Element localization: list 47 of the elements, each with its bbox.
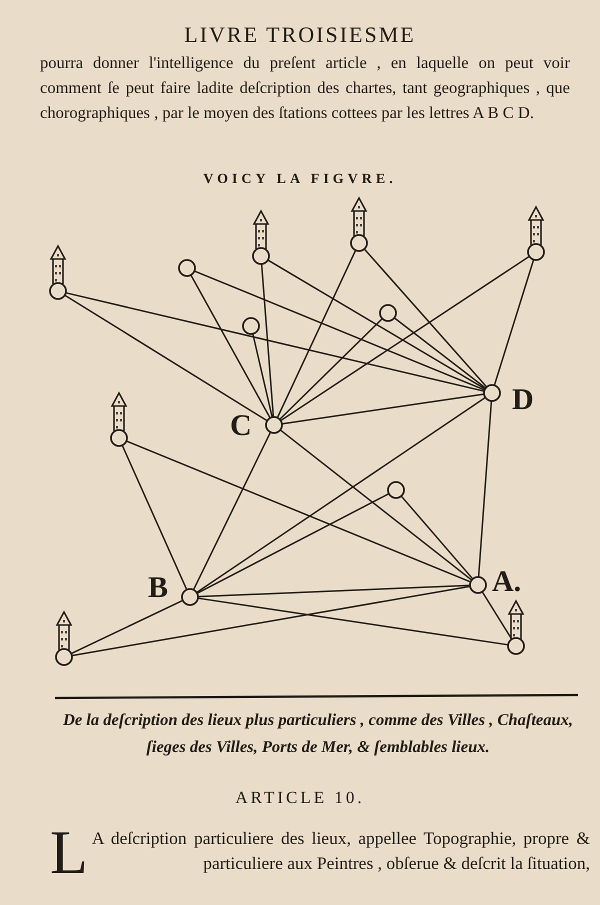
sight-line <box>268 259 486 390</box>
tower-drawing <box>251 210 271 265</box>
sight-line <box>276 250 356 418</box>
sighting-circle <box>242 317 260 335</box>
sight-line <box>478 400 492 578</box>
sight-line <box>364 248 488 388</box>
sight-line <box>126 440 471 583</box>
sight-line <box>72 586 470 656</box>
sighting-circle <box>178 259 196 277</box>
body-paragraph: pourra donner l'intelligence du preſent article , en laquelle on peut voir comment ſe peut faire ladite deſcription des chartes, tant geographiques , que chorographiques , par le moyen des ſtations cottees par les lettres A B C D. <box>40 52 570 124</box>
sight-line <box>198 584 470 598</box>
station-letter: A. <box>492 567 522 597</box>
sight-line <box>196 493 390 594</box>
sighting-circle <box>379 304 397 322</box>
station-letter: C <box>230 411 252 441</box>
sight-line <box>70 600 184 654</box>
sight-line <box>400 496 474 580</box>
station-letter: B <box>148 573 168 603</box>
sight-line <box>192 432 272 590</box>
sight-line <box>280 429 472 581</box>
tower-drawing <box>349 197 369 252</box>
tower-drawing <box>506 600 526 655</box>
sight-line <box>260 264 274 418</box>
sight-line <box>196 396 486 594</box>
running-head: LIVRE TROISIESME <box>183 22 417 48</box>
section-heading: De la deſcription des lieux plus particuliers , comme des Villes , Chaſteaux, ſieges des Villes, Ports de Mer, & ſemblables lieux. <box>62 709 574 758</box>
sight-line <box>122 445 188 590</box>
sight-line <box>279 318 383 420</box>
sight-line <box>282 393 484 425</box>
sight-line <box>394 317 486 389</box>
tower-drawing <box>54 611 74 666</box>
station-letter: D <box>512 385 534 415</box>
sighting-circle <box>387 481 405 499</box>
sight-line <box>66 292 484 392</box>
sight-line <box>190 274 271 418</box>
figure-heading: VOICY LA FIGVRE. <box>202 172 398 188</box>
sight-line <box>194 270 485 391</box>
tower-drawing <box>48 245 68 300</box>
sight-line <box>198 597 508 646</box>
sight-line <box>252 334 273 418</box>
tower-drawing <box>526 206 546 261</box>
article-heading: ARTICLE 10. <box>234 788 366 808</box>
sight-line <box>280 256 530 422</box>
tower-drawing <box>109 392 129 447</box>
sight-line <box>482 591 512 640</box>
sight-line <box>494 259 534 386</box>
sight-line <box>64 294 268 422</box>
